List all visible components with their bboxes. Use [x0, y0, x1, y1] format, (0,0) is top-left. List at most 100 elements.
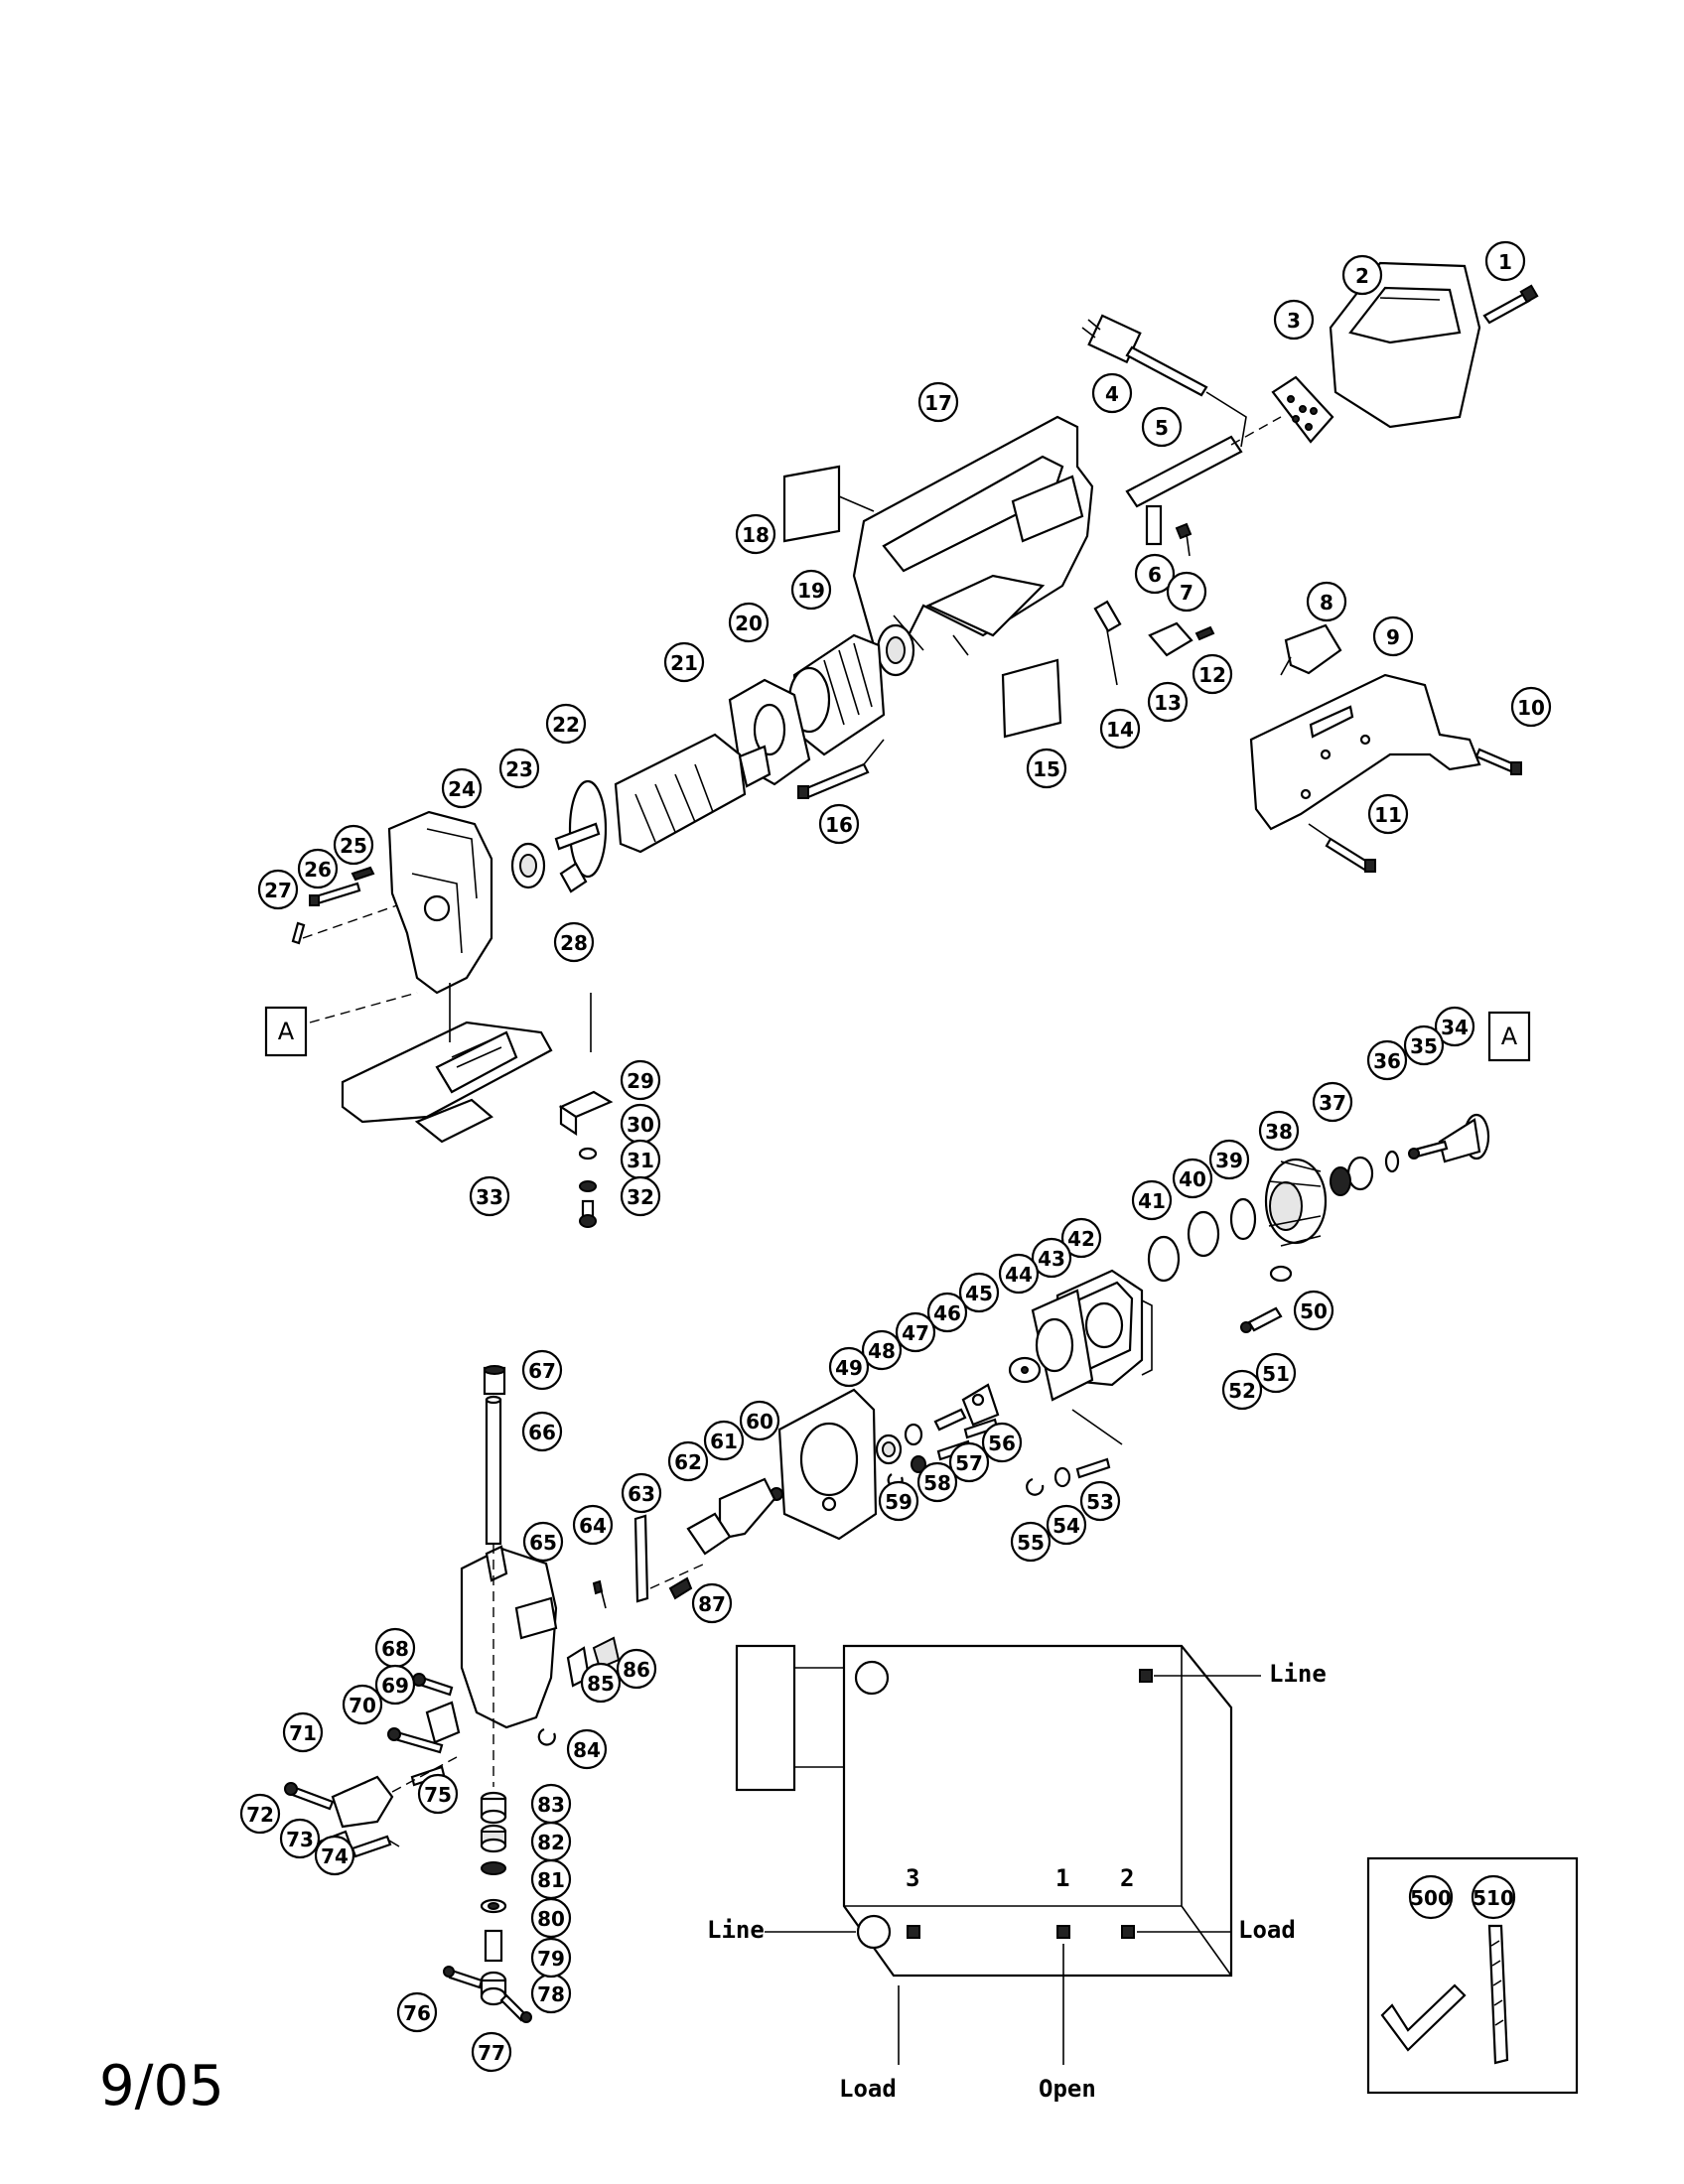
callout-66: 66	[521, 1411, 563, 1452]
lever-62	[686, 1512, 732, 1556]
callout-87: 87	[691, 1582, 733, 1624]
bearing-19	[876, 623, 915, 677]
callout-label-510: 510	[1473, 1886, 1514, 1910]
callout-circle-86	[616, 1648, 657, 1690]
callout-label-87: 87	[698, 1592, 726, 1616]
reference-a-left-label: A	[278, 1018, 295, 1045]
bushing-82	[480, 1824, 507, 1853]
callout-label-80: 80	[537, 1907, 565, 1931]
callout-circle-57	[948, 1441, 990, 1483]
callout-24: 24	[441, 767, 483, 809]
callout-label-74: 74	[321, 1844, 349, 1868]
wiring-load-bottom: Load	[839, 2075, 897, 2103]
clip-84	[537, 1727, 556, 1746]
guide-63	[633, 1514, 706, 1603]
callout-label-33: 33	[476, 1185, 503, 1209]
washer-80	[480, 1898, 507, 1914]
screw-68	[412, 1673, 454, 1697]
callout-label-17: 17	[924, 391, 952, 415]
callout-label-11: 11	[1374, 803, 1402, 827]
washer-41	[1147, 1235, 1181, 1283]
callout-label-71: 71	[289, 1721, 317, 1745]
callout-circle-53	[1079, 1480, 1121, 1522]
callout-circle-48	[861, 1329, 903, 1371]
callout-53: 53	[1079, 1480, 1121, 1522]
callout-19: 19	[790, 569, 832, 611]
callout-label-7: 7	[1180, 581, 1193, 605]
callout-43: 43	[1031, 1237, 1072, 1279]
bearing-37	[1330, 1156, 1374, 1196]
callout-label-77: 77	[478, 2041, 505, 2065]
callout-label-41: 41	[1138, 1189, 1166, 1213]
callout-5: 5	[1141, 406, 1183, 448]
holder-78	[480, 1971, 507, 2006]
callout-label-63: 63	[628, 1482, 655, 1506]
callout-circle-55	[1010, 1521, 1052, 1563]
callout-label-29: 29	[627, 1069, 654, 1093]
callout-26: 26	[297, 848, 339, 889]
callout-circle-44	[998, 1253, 1040, 1295]
gear-housing-65	[460, 1545, 558, 1729]
callout-label-47: 47	[902, 1321, 929, 1345]
callout-circle-3	[1273, 299, 1315, 341]
screw-10	[1474, 748, 1522, 775]
callout-label-44: 44	[1005, 1263, 1033, 1287]
reference-a-right-label: A	[1501, 1023, 1518, 1050]
callout-circle-8	[1306, 581, 1347, 622]
callout-circle-21	[663, 641, 705, 683]
callout-label-76: 76	[403, 2001, 431, 2025]
callout-49: 49	[828, 1346, 870, 1388]
callout-circle-29	[620, 1059, 661, 1101]
link-45	[961, 1383, 1000, 1427]
screw-53	[1071, 1409, 1123, 1479]
callout-circle-5	[1141, 406, 1183, 448]
cord-armor	[1125, 416, 1282, 508]
callout-circle-43	[1031, 1237, 1072, 1279]
callout-22: 22	[545, 703, 587, 745]
callout-73: 73	[279, 1818, 321, 1859]
callout-52: 52	[1221, 1369, 1263, 1411]
callout-label-79: 79	[537, 1947, 565, 1971]
roller-69	[425, 1701, 461, 1744]
callout-circle-16	[818, 803, 860, 845]
callout-label-32: 32	[627, 1185, 654, 1209]
callout-67: 67	[521, 1349, 563, 1391]
wiring-load-right: Load	[1238, 1916, 1296, 1944]
callout-label-73: 73	[286, 1828, 314, 1851]
callout-label-65: 65	[529, 1531, 557, 1555]
callout-58: 58	[916, 1461, 958, 1503]
wiring-line-left: Line	[707, 1916, 765, 1944]
callout-circle-74	[314, 1835, 355, 1876]
callout-4: 4	[1091, 372, 1133, 414]
callout-label-21: 21	[670, 651, 698, 675]
callout-label-20: 20	[735, 612, 763, 635]
spacer-83	[480, 1791, 507, 1825]
callout-50: 50	[1293, 1290, 1334, 1331]
callout-circle-72	[239, 1793, 281, 1835]
screw-25	[351, 866, 375, 882]
callout-circle-41	[1131, 1179, 1173, 1221]
callout-label-49: 49	[835, 1356, 863, 1380]
screw-76	[443, 1966, 484, 1989]
callout-8: 8	[1306, 581, 1347, 622]
power-plug	[1081, 314, 1247, 448]
gasket-49	[777, 1388, 878, 1541]
callout-circle-77	[471, 2031, 512, 2073]
callout-9: 9	[1372, 615, 1414, 657]
callout-circle-37	[1312, 1081, 1353, 1123]
callout-57: 57	[948, 1441, 990, 1483]
callout-label-72: 72	[246, 1803, 274, 1827]
callout-62: 62	[667, 1440, 709, 1482]
callout-63: 63	[621, 1472, 662, 1514]
callout-label-84: 84	[573, 1738, 601, 1762]
callout-25: 25	[333, 824, 374, 866]
handle-cover	[1249, 673, 1481, 831]
callout-label-13: 13	[1154, 691, 1182, 715]
reference-mark-a-right: A	[1487, 1011, 1531, 1062]
screw-77	[499, 1993, 532, 2023]
callout-28: 28	[553, 921, 595, 963]
guide-71	[331, 1775, 394, 1829]
callout-circle-9	[1372, 615, 1414, 657]
callout-circle-67	[521, 1349, 563, 1391]
